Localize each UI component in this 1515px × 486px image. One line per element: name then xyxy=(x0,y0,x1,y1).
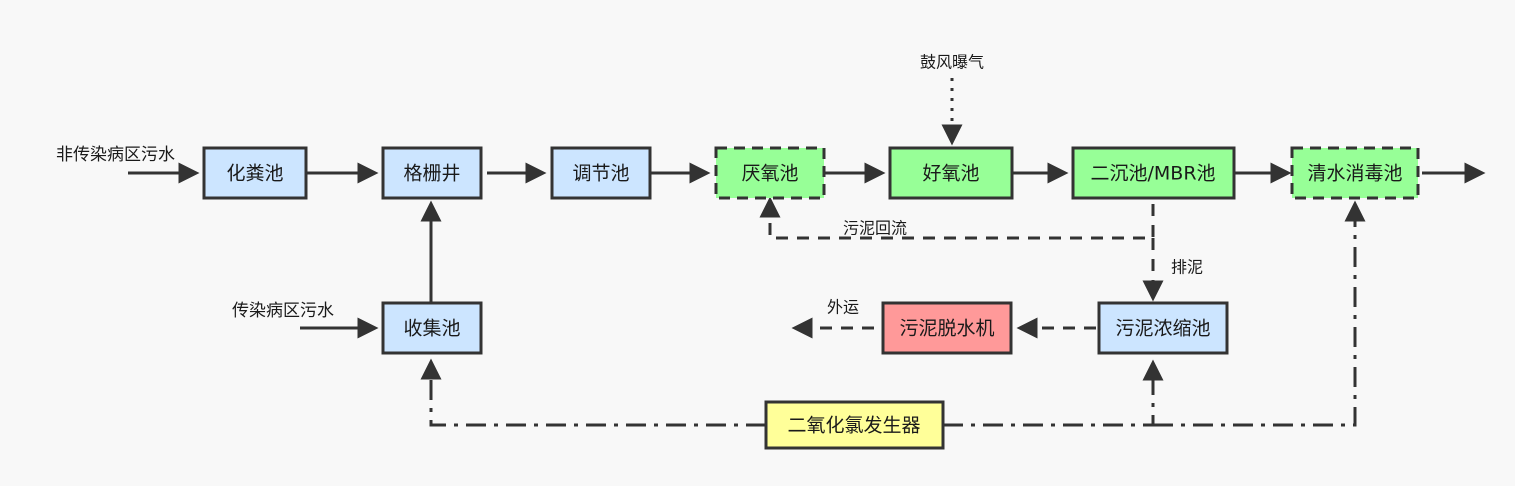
node-disinfection-tank-box[interactable] xyxy=(1290,146,1420,200)
edge-clo2-to-collection xyxy=(420,358,766,427)
node-septic-tank[interactable]: 化粪池 xyxy=(202,146,308,200)
input-label-noninfectious: 非传染病区污水 xyxy=(56,145,175,165)
edge-label-haul-away: 外运 xyxy=(827,298,859,317)
node-regulating-tank-label: 调节池 xyxy=(572,163,629,185)
node-aerobic-tank[interactable]: 好氧池 xyxy=(888,146,1014,200)
node-sludge-dewaterer[interactable]: 污泥脱水机 xyxy=(881,301,1013,355)
node-secondary-mbr-tank-label: 二沉池/MBR池 xyxy=(1090,163,1215,185)
node-secondary-mbr-tank[interactable]: 二沉池/MBR池 xyxy=(1071,146,1236,200)
node-regulating-tank-box[interactable] xyxy=(550,146,652,200)
edge-label-sludge-drain: 排泥 xyxy=(1171,258,1203,277)
node-collection-tank-label: 收集池 xyxy=(403,318,460,340)
edge-label-sludge-return: 污泥回流 xyxy=(843,219,907,238)
node-secondary-mbr-tank-box[interactable] xyxy=(1071,146,1236,200)
node-anaerobic-tank[interactable]: 厌氧池 xyxy=(714,146,826,200)
node-aerobic-tank-label: 好氧池 xyxy=(922,163,979,185)
node-septic-tank-box[interactable] xyxy=(202,146,308,200)
node-anaerobic-tank-box[interactable] xyxy=(714,146,826,200)
edge-label-aeration: 鼓风曝气 xyxy=(920,53,984,72)
node-regulating-tank[interactable]: 调节池 xyxy=(550,146,652,200)
node-disinfection-tank-label: 清水消毒池 xyxy=(1307,163,1402,185)
input-label-infectious: 传染病区污水 xyxy=(232,301,334,321)
node-grating-well-box[interactable] xyxy=(381,146,483,200)
node-collection-tank-box[interactable] xyxy=(381,301,483,355)
node-septic-tank-label: 化粪池 xyxy=(226,163,283,185)
node-sludge-dewaterer-box[interactable] xyxy=(881,301,1013,355)
edge-clo2-to-disinfection xyxy=(1153,200,1366,427)
node-clo2-generator-box[interactable] xyxy=(764,400,945,450)
node-sludge-thickener[interactable]: 污泥浓缩池 xyxy=(1097,301,1229,355)
edge-sludge-return xyxy=(759,196,1155,240)
node-collection-tank[interactable]: 收集池 xyxy=(381,301,483,355)
node-grating-well-label: 格栅井 xyxy=(403,163,460,185)
node-anaerobic-tank-label: 厌氧池 xyxy=(741,163,798,185)
node-clo2-generator[interactable]: 二氧化氯发生器 xyxy=(764,400,945,450)
node-sludge-dewaterer-label: 污泥脱水机 xyxy=(899,318,994,340)
node-grating-well[interactable]: 格栅井 xyxy=(381,146,483,200)
edge-clo2-to-thickener xyxy=(943,359,1164,427)
node-sludge-thickener-label: 污泥浓缩池 xyxy=(1115,318,1210,340)
node-clo2-generator-label: 二氧化氯发生器 xyxy=(787,415,920,437)
node-disinfection-tank[interactable]: 清水消毒池 xyxy=(1290,146,1420,200)
node-aerobic-tank-box[interactable] xyxy=(888,146,1014,200)
node-sludge-thickener-box[interactable] xyxy=(1097,301,1229,355)
